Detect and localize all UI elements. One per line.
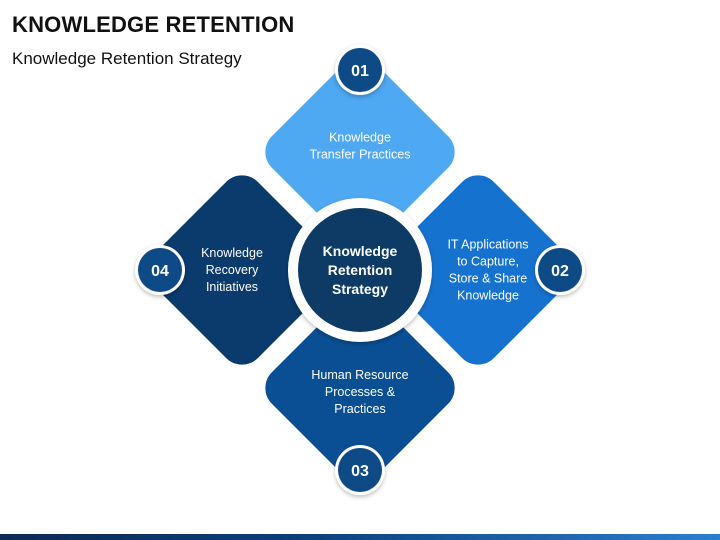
petal-label-line: Knowledge — [457, 289, 519, 303]
center-circle — [298, 208, 422, 332]
petal-shape — [380, 172, 576, 368]
number-badge-01: 01 — [335, 45, 385, 95]
petal-label-line: Recovery — [206, 263, 260, 277]
badge-circle — [538, 248, 582, 292]
badge-circle — [338, 48, 382, 92]
center-label-line: Knowledge — [323, 243, 398, 259]
petal-label-line: IT Applications — [447, 238, 528, 252]
number-badge-02: 02 — [535, 245, 585, 295]
badge-number: 04 — [151, 263, 169, 280]
petal-label-line: Knowledge — [201, 246, 263, 260]
center-label-line: Retention — [328, 262, 393, 278]
badge-circle — [338, 448, 382, 492]
page-title: KNOWLEDGE RETENTION — [12, 12, 295, 37]
badge-number: 01 — [351, 63, 369, 80]
badge-number: 02 — [551, 263, 569, 280]
page-subtitle: Knowledge Retention Strategy — [12, 49, 242, 68]
badge-number: 03 — [351, 463, 369, 480]
bottom-accent-bar — [0, 534, 720, 540]
petal-02: IT Applications to Capture, Store & ShareK… — [380, 172, 576, 368]
number-badge-04: 04 — [135, 245, 185, 295]
number-badge-03: 03 — [335, 445, 385, 495]
petal-label-line: Knowledge — [329, 131, 391, 145]
badge-circle — [138, 248, 182, 292]
petal-shape — [144, 172, 340, 368]
petal-label-line: to Capture, — [457, 255, 519, 269]
petal-label-line: Store & Share — [449, 272, 528, 286]
petal-label-line: Practices — [334, 402, 385, 416]
petal-label-line: Initiatives — [206, 280, 258, 294]
petal-shape — [262, 290, 458, 486]
center-label-line: Strategy — [332, 281, 388, 297]
petal-label-line: Processes & — [325, 385, 396, 399]
petal-label-line: Transfer Practices — [310, 148, 411, 162]
petal-label-line: Human Resource — [311, 368, 408, 382]
petal-shape — [262, 54, 458, 250]
